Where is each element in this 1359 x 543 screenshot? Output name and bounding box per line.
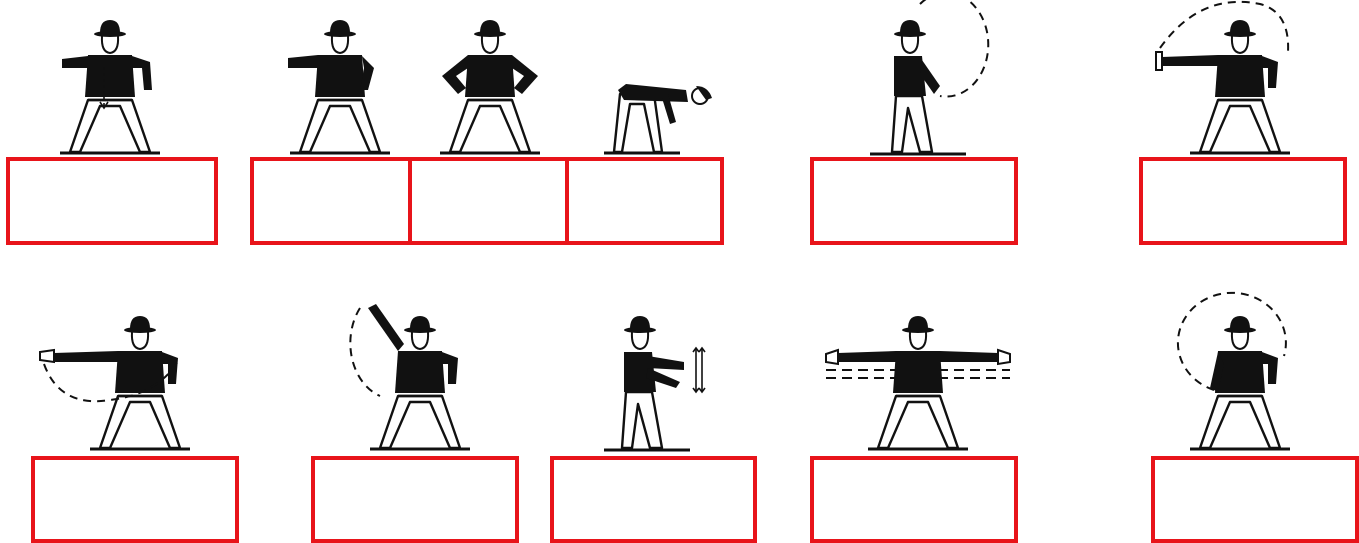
answer-box-2[interactable] (250, 157, 412, 245)
answer-box-8[interactable] (311, 456, 519, 543)
signal-figure-7-icon (40, 316, 190, 449)
signal-figure-1-icon (60, 20, 160, 153)
answer-box-3-text (412, 161, 566, 241)
signal-figure-10-icon (826, 316, 1010, 449)
answer-box-1-text (10, 161, 214, 241)
answer-box-3[interactable] (408, 157, 570, 245)
answer-box-11[interactable] (1151, 456, 1359, 543)
answer-box-4-text (569, 161, 720, 241)
answer-box-5[interactable] (810, 157, 1018, 245)
signal-figure-11-icon (1178, 293, 1290, 449)
answer-box-5-text (814, 161, 1014, 241)
answer-box-11-text (1155, 460, 1355, 539)
answer-box-10-text (814, 460, 1014, 539)
signal-figure-9-icon (604, 316, 705, 450)
answer-box-9[interactable] (550, 456, 757, 543)
signal-figure-8-icon (350, 304, 470, 449)
answer-box-6[interactable] (1139, 157, 1347, 245)
signal-figure-6-icon (1156, 2, 1290, 153)
answer-box-6-text (1143, 161, 1343, 241)
answer-box-2-text (254, 161, 408, 241)
signal-figure-5-icon (870, 0, 988, 154)
signal-figure-3-icon (440, 20, 540, 153)
signal-figure-4-icon (604, 84, 712, 153)
answer-box-7-text (35, 460, 235, 539)
answer-box-7[interactable] (31, 456, 239, 543)
answer-box-8-text (315, 460, 515, 539)
answer-box-4[interactable] (565, 157, 724, 245)
answer-box-1[interactable] (6, 157, 218, 245)
answer-box-10[interactable] (810, 456, 1018, 543)
answer-box-9-text (554, 460, 753, 539)
signal-figure-2-icon (288, 20, 390, 153)
